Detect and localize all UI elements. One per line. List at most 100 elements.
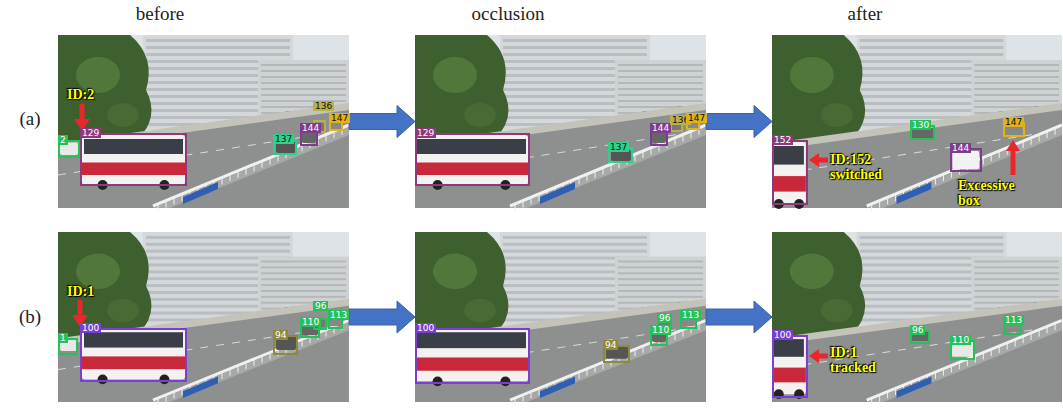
window-row [146,39,290,42]
label-wrap: occlusion [472,3,545,25]
wheel [433,376,443,386]
railing-post [871,204,872,211]
railing-post [951,366,952,373]
railing-post [246,168,247,175]
railing-post [699,323,700,330]
id-tag-wrap: 110 [950,329,971,347]
window-row [503,236,647,239]
window-row [974,94,1059,96]
railing-post [326,135,327,142]
road-sign [897,376,932,398]
sky [415,35,706,208]
callout-text: ID:152 switched [830,152,882,182]
railing-post [166,201,167,208]
railing [510,320,706,400]
id-tag-wrap: 113 [328,304,349,322]
trees [464,103,496,127]
bounding-box: 100 [772,335,808,398]
window-row [261,70,346,72]
pointer-arrow [80,104,85,120]
window-row [261,272,346,274]
track-id: 100 [415,323,436,333]
window-row [974,272,1059,274]
window-row [146,46,290,49]
street-photo [772,35,1062,211]
bus-windows [84,332,183,347]
callout-wrap: ID:1 [67,282,94,300]
track-id: 113 [1003,315,1024,325]
trees [821,299,853,323]
road-sign [540,182,575,204]
track-id: 96 [657,313,672,323]
id-tag-wrap: 1 [58,327,68,345]
railing-post [579,177,580,184]
bus-stripe [82,163,185,176]
railing-post [1031,138,1032,145]
railing-post [254,359,255,366]
bounding-box: 94 [273,335,298,355]
bus-windows [774,146,804,165]
id-tag-wrap: 2 [58,129,68,147]
window-row [261,88,346,90]
label-wrap: (a) [19,108,40,130]
railing-post [174,197,175,204]
bounding-box: 113 [328,315,343,329]
railing-post [222,372,223,379]
id-tag-wrap: 129 [415,122,436,140]
railing-post [887,197,888,204]
railing-post [222,177,223,184]
id-tag-wrap: 96 [910,319,925,337]
window-row [974,290,1059,292]
railing-post [278,349,279,356]
railing-post [691,131,692,138]
id-tag-wrap: 130 [910,114,931,132]
track-id: 110 [950,335,971,345]
callout-wrap: ID:152 switched [830,152,882,183]
railing-post [959,362,960,369]
bounding-box: 129 [80,133,187,186]
track-id: 144 [650,123,671,133]
railing-post [531,197,532,204]
railing-post [174,392,175,399]
id-tag-wrap: 137 [608,136,629,154]
railing-post [935,177,936,184]
column-header: after [848,3,883,24]
railing-post [539,194,540,201]
railing-post [1047,327,1048,334]
image-panel: ID:111009411096113 [58,232,349,402]
railing-post [967,359,968,366]
id-tag-wrap: 147 [1003,111,1024,129]
railing-post [675,333,676,340]
track-id: 144 [300,123,321,133]
railing-post [635,154,636,161]
window-row [974,266,1059,268]
railing-post [879,395,880,402]
window-row [974,296,1059,298]
railing-post [999,151,1000,158]
railing-post [651,148,652,155]
callout-wrap: Excessive box [958,178,1015,209]
window-row [261,260,346,262]
bus-stripe [772,368,806,383]
id-tag-wrap: 96 [313,295,328,313]
road-sign [540,376,575,398]
bounding-box: 129 [415,133,530,186]
trees [821,103,853,127]
window-row [618,260,703,262]
bus-stripe [415,163,528,176]
median [510,322,706,402]
sky [772,35,1062,208]
railing-post [230,369,231,376]
bounding-box: 2 [58,140,80,158]
window-row [618,266,703,268]
railing-post [182,194,183,201]
track-id: 96 [910,325,925,335]
railing-post [1055,323,1056,330]
window-row [146,250,290,253]
bounding-box: 110 [950,340,975,360]
railing-post [983,158,984,165]
image-panel: ID:22129137144136147 [58,35,349,208]
window-row [974,260,1059,262]
